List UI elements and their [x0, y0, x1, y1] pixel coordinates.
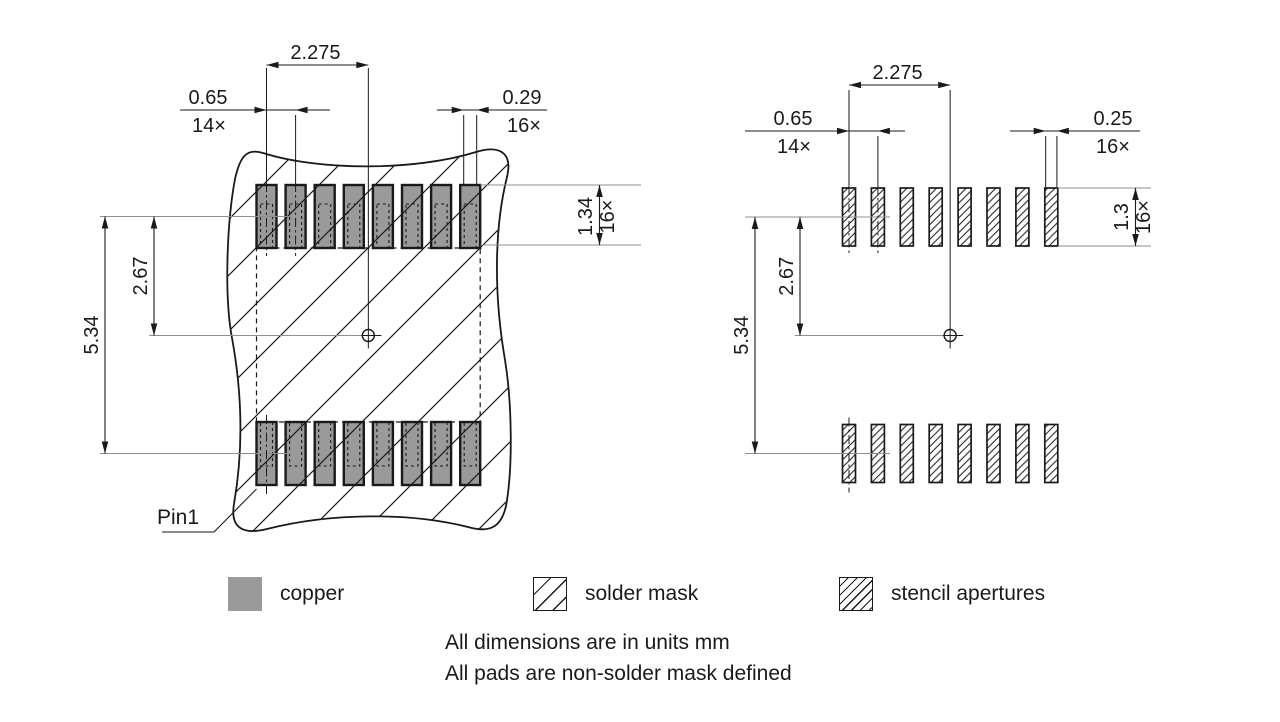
stencil-aperture-bottom-3 — [899, 423, 915, 484]
stencil-aperture-top-3 — [899, 187, 915, 247]
dim-row-to-center-value-left: 2.67 — [130, 257, 152, 296]
dimension-arrow — [1132, 188, 1139, 200]
pin1-leader-line — [162, 488, 257, 533]
dimension-arrow — [254, 106, 267, 114]
pin1-label: Pin1 — [157, 506, 199, 529]
note-mask-defined: All pads are non-solder mask defined — [445, 662, 792, 685]
legend-label-solder-mask: solder mask — [585, 582, 699, 605]
dimension-arrow — [150, 323, 158, 336]
dim-pad-width-value: 0.29 — [503, 87, 542, 109]
dim-pitch-count-right: 14× — [777, 136, 811, 158]
lead-outline-bottom-3 — [318, 421, 332, 467]
dimension-arrow — [837, 127, 849, 135]
dim-pad-height-value: 1.34 — [575, 197, 597, 236]
dimension-arrow — [451, 106, 464, 114]
stencil-aperture-top-7 — [1015, 187, 1030, 247]
stencil-aperture-bottom-8 — [1043, 423, 1059, 484]
lead-outline-top-6 — [405, 203, 419, 249]
solder-mask-swatch — [533, 577, 567, 611]
stencil-aperture-top-4 — [928, 187, 944, 247]
dim-pitch-span-value-left: 2.275 — [290, 42, 340, 64]
dim-row-to-row-value-right: 5.34 — [731, 316, 753, 355]
dim-aperture-height-value: 1.3 — [1111, 203, 1133, 231]
dimension-arrow — [877, 127, 890, 135]
dimension-arrow — [266, 61, 279, 69]
legend-item-solder-mask: solder mask — [533, 577, 698, 611]
dim-aperture-width-value: 0.25 — [1094, 108, 1133, 130]
dim-pitch-count-left: 14× — [192, 115, 226, 137]
legend-item-copper: copper — [228, 577, 344, 611]
stencil-aperture-bottom-6 — [986, 423, 1001, 484]
dim-pitch-value-left: 0.65 — [189, 87, 228, 109]
legend-item-stencil-apertures: stencil apertures — [839, 577, 1045, 611]
lead-outline-bottom-2 — [289, 421, 303, 467]
pcb-blob-solder-mask-hatch — [226, 148, 512, 532]
dimension-arrow — [476, 106, 489, 114]
dimension-arrow — [101, 441, 109, 454]
lead-outline-top-7 — [434, 203, 448, 249]
dimension-arrow — [1033, 127, 1046, 135]
dimension-arrow — [751, 217, 759, 229]
copper-swatch — [228, 577, 262, 611]
dimension-arrow — [938, 81, 951, 89]
lead-outline-bottom-4 — [347, 421, 361, 467]
dimension-arrow — [751, 441, 759, 454]
dimension-arrow — [596, 233, 603, 245]
dimension-arrow — [596, 185, 603, 197]
lead-outline-bottom-6 — [405, 421, 419, 467]
dimension-arrow — [1132, 234, 1139, 246]
stencil-aperture-bottom-4 — [928, 423, 944, 484]
stencil-aperture-top-5 — [957, 187, 972, 247]
legend-label-stencil-apertures: stencil apertures — [891, 582, 1046, 605]
dim-pad-width-count: 16× — [507, 115, 541, 137]
lead-outline-bottom-5 — [376, 421, 390, 467]
legend-label-copper: copper — [280, 582, 345, 605]
dimension-arrow — [150, 216, 158, 229]
lead-outline-top-4 — [347, 203, 361, 249]
dim-row-to-row-value-left: 5.34 — [81, 316, 103, 355]
dim-pitch-value-right: 0.65 — [774, 108, 813, 130]
dim-aperture-width-count: 16× — [1096, 136, 1130, 158]
dim-row-to-center-value-right: 2.67 — [776, 257, 798, 296]
lead-outline-top-8 — [463, 203, 477, 249]
stencil-aperture-bottom-5 — [957, 423, 972, 484]
stencil-aperture-top-8 — [1043, 187, 1059, 247]
lead-outline-top-3 — [318, 203, 332, 249]
dim-aperture-height-count: 16× — [1133, 200, 1155, 234]
note-units: All dimensions are in units mm — [445, 631, 730, 654]
dimension-arrow — [101, 216, 109, 229]
dimension-arrow — [295, 106, 308, 114]
stencil-apertures-swatch — [839, 577, 873, 611]
dimension-arrow — [849, 81, 861, 89]
stencil-aperture-top-6 — [986, 187, 1001, 247]
dimension-arrow — [1056, 127, 1069, 135]
stencil-aperture-bottom-7 — [1015, 423, 1030, 484]
lead-outline-top-5 — [376, 203, 390, 249]
dimension-arrow — [796, 323, 804, 336]
dim-pad-height-count: 16× — [597, 200, 619, 234]
dim-pitch-span-value-right: 2.275 — [873, 62, 923, 84]
lead-outline-bottom-8 — [463, 421, 477, 467]
dimension-arrow — [796, 217, 804, 229]
lead-outline-bottom-7 — [434, 421, 448, 467]
dimension-arrow — [356, 61, 369, 69]
